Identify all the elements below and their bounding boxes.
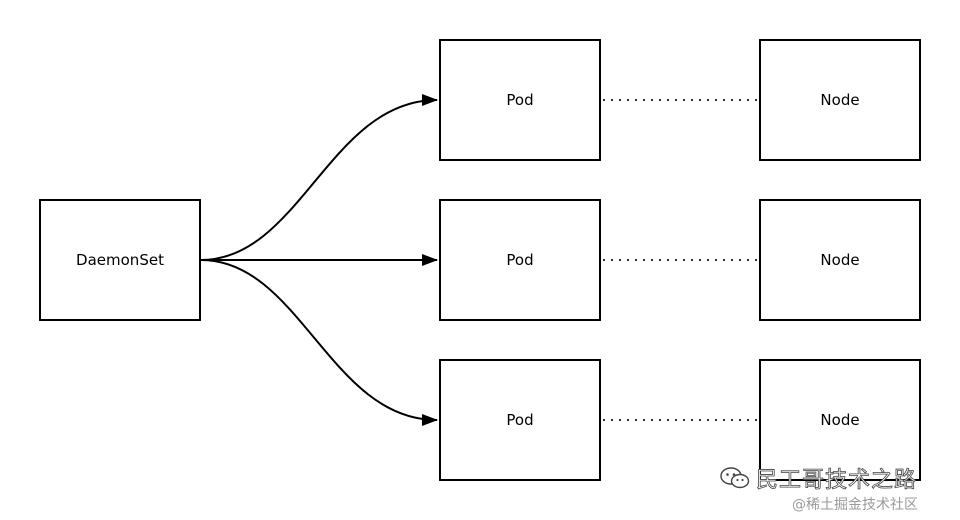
node-box-2: Node [759, 199, 921, 321]
pod-label: Pod [506, 411, 534, 429]
pod-label: Pod [506, 251, 534, 269]
node-label: Node [820, 251, 860, 269]
daemonset-label: DaemonSet [76, 251, 164, 269]
node-box-1: Node [759, 39, 921, 161]
juejin-watermark: @稀土掘金技术社区 [792, 497, 918, 513]
node-label: Node [820, 411, 860, 429]
pod-box-3: Pod [439, 359, 601, 481]
wechat-watermark: 民工哥技术之路 [720, 462, 917, 494]
pod-box-2: Pod [439, 199, 601, 321]
arrow-to-pod-3 [200, 259, 438, 426]
node-label: Node [820, 91, 860, 109]
daemonset-box: DaemonSet [39, 199, 201, 321]
pod-label: Pod [506, 91, 534, 109]
wechat-icon [720, 467, 750, 489]
arrow-to-pod-1 [200, 94, 438, 261]
node-box-3: Node [759, 359, 921, 481]
pod-box-1: Pod [439, 39, 601, 161]
wechat-watermark-text: 民工哥技术之路 [756, 468, 918, 494]
